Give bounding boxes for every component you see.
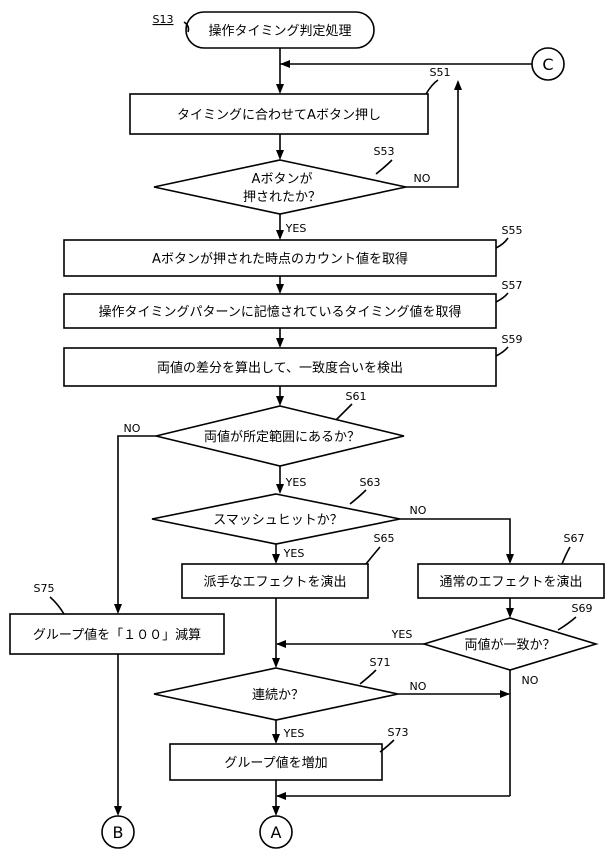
branch-label-yes: YES <box>285 222 307 235</box>
branch-label-no: NO <box>410 504 427 517</box>
decision-s69-label: 両値が一致か？ <box>464 637 555 653</box>
step-id-s59: S59 <box>502 333 523 346</box>
process-s51 <box>129 93 429 135</box>
connector-c-label: C <box>542 55 553 74</box>
arrowhead <box>506 608 514 618</box>
step-id-s55: S55 <box>502 224 523 237</box>
arrowhead <box>272 806 280 816</box>
start-terminal-label: 操作タイミング判定処理 <box>208 23 351 39</box>
connector-a: A <box>259 815 293 849</box>
step-id-s75: S75 <box>34 582 55 595</box>
arrowhead <box>506 554 514 564</box>
arrowhead <box>114 604 122 614</box>
arrowhead <box>280 60 290 68</box>
branch-label-no: NO <box>124 422 141 435</box>
step-id-s61: S61 <box>346 390 367 403</box>
step-id-s63: S63 <box>360 476 381 489</box>
branch-label-yes: YES <box>283 547 305 560</box>
process-s65 <box>181 563 369 599</box>
arrowhead <box>276 396 284 406</box>
step-id-s53: S53 <box>374 145 395 158</box>
arrowhead <box>500 690 510 698</box>
arrowhead <box>276 338 284 348</box>
step-id-leader <box>425 79 439 95</box>
branch-label-yes: YES <box>285 476 307 489</box>
connector-b-label: B <box>113 823 124 842</box>
step-id-leader <box>495 237 509 249</box>
process-s51-label: タイミングに合わせてAボタン押し <box>177 108 381 123</box>
process-s67-label: 通常のエフェクトを演出 <box>439 574 582 590</box>
branch-label-no: NO <box>522 674 539 687</box>
arrowhead <box>114 806 122 816</box>
decision-s53 <box>153 159 407 215</box>
step-id-leader <box>495 346 509 357</box>
decision-s61-label: 両値が所定範囲にあるか？ <box>204 429 360 445</box>
decision-s63-label: スマッシュヒットか？ <box>213 513 343 528</box>
arrowhead <box>276 484 284 494</box>
flow-line-s61-no <box>117 435 156 612</box>
start-terminal: 操作タイミング判定処理 <box>185 11 375 49</box>
step-id-s67: S67 <box>564 532 585 545</box>
step-id-leader <box>359 669 377 685</box>
step-id-leader <box>335 403 353 421</box>
arrowhead <box>272 554 280 564</box>
arrowhead <box>276 640 286 648</box>
arrowhead <box>272 734 280 744</box>
branch-label-no: NO <box>410 680 427 693</box>
arrowhead <box>454 80 462 90</box>
decision-s71-label: 連続か？ <box>252 688 304 703</box>
step-id-s71: S71 <box>370 656 391 669</box>
step-id-s13: S13 <box>153 13 174 26</box>
arrowhead <box>276 84 284 94</box>
step-id-s65: S65 <box>374 532 395 545</box>
connector-b: B <box>101 815 135 849</box>
process-s67 <box>417 563 605 599</box>
arrowhead <box>276 792 286 800</box>
process-s65-label: 派手なエフェクトを演出 <box>203 574 346 590</box>
process-s59 <box>63 347 497 387</box>
arrowhead <box>276 230 284 240</box>
step-id-s73: S73 <box>388 726 409 739</box>
process-s55-label: Aボタンが押された時点のカウント値を取得 <box>152 251 408 267</box>
connector-c: C <box>531 47 565 81</box>
step-id-s57: S57 <box>502 279 523 292</box>
flow-line-s63-no <box>400 518 511 562</box>
step-id-leader <box>375 159 393 175</box>
decision-s53-line2: 押されたか？ <box>243 190 321 205</box>
step-id-leader <box>495 292 509 303</box>
decision-s53-line1: Aボタンが <box>252 172 313 187</box>
step-id-leader <box>349 489 367 505</box>
process-s57-label: 操作タイミングパターンに記憶されているタイミング値を取得 <box>99 304 462 320</box>
step-id-leader <box>365 546 381 565</box>
connector-a-label: A <box>271 823 282 842</box>
step-id-leader <box>183 21 190 33</box>
step-id-leader <box>561 546 571 565</box>
process-s59-label: 両値の差分を算出して、一致度合いを検出 <box>157 360 403 376</box>
branch-label-yes: YES <box>283 727 305 740</box>
branch-label-no: NO <box>414 172 431 185</box>
process-s73 <box>169 743 383 781</box>
process-s75-label: グループ値を「１００」減算 <box>33 627 201 643</box>
step-id-leader <box>557 616 577 631</box>
step-id-s69: S69 <box>572 602 593 615</box>
process-s75 <box>9 613 225 655</box>
step-id-s51: S51 <box>430 66 451 79</box>
arrowhead <box>276 150 284 160</box>
branch-label-yes: YES <box>391 628 413 641</box>
process-s73-label: グループ値を増加 <box>224 755 327 771</box>
arrowhead <box>276 284 284 294</box>
step-id-leader <box>379 739 395 753</box>
flow-line-s53-no <box>406 82 459 188</box>
arrowhead <box>272 658 280 668</box>
step-id-leader <box>49 596 65 615</box>
